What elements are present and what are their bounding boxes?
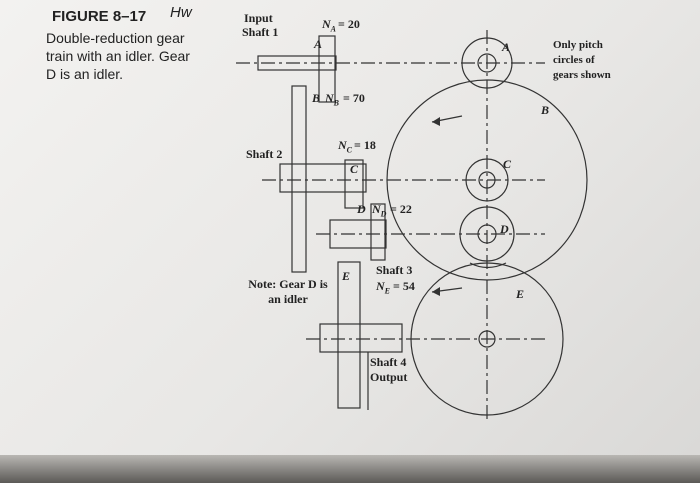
- na-subscript: A: [330, 24, 337, 34]
- shaft-4-label: Shaft 4: [370, 355, 407, 369]
- nb-subscript: B: [333, 98, 340, 108]
- gear-e-label: E: [342, 269, 351, 283]
- nb-value: = 70: [343, 91, 365, 105]
- pitch-circle-a-hub: [477, 53, 497, 73]
- gear-d-side: [370, 203, 386, 261]
- circle-a-label: A: [502, 40, 511, 54]
- nb-letter: N: [325, 91, 334, 105]
- ne-symbol: NE: [376, 280, 390, 295]
- pitch-note-line-1: Only pitch: [553, 39, 603, 51]
- ne-subscript: E: [384, 286, 391, 296]
- circle-c-label: C: [503, 157, 512, 171]
- nd-subscript: D: [380, 209, 387, 219]
- shaft-2-label: Shaft 2: [246, 147, 283, 161]
- na-symbol: NA: [322, 18, 336, 33]
- handwritten-note: Hw: [170, 4, 192, 21]
- gear-c-side: [344, 159, 364, 209]
- arrowhead-e: [432, 287, 440, 296]
- shaft-2-side: [279, 163, 367, 193]
- nc-subscript: C: [346, 145, 353, 155]
- page-shadow-edge: [0, 455, 700, 483]
- rotation-arrow-idler: [469, 262, 507, 269]
- nd-letter: N: [372, 202, 381, 216]
- circle-b-label: B: [541, 103, 550, 117]
- idler-note-line-1: Note: Gear D is: [248, 277, 328, 291]
- nc-symbol: NC: [338, 139, 352, 154]
- nc-letter: N: [338, 138, 347, 152]
- caption-line-1: Double-reduction gear: [46, 30, 185, 46]
- shaft-3-side: [319, 323, 403, 353]
- gear-a-side: [318, 35, 336, 103]
- gear-d-label: D: [357, 202, 366, 216]
- arrowhead-b: [432, 117, 440, 126]
- nd-symbol: ND: [372, 203, 386, 218]
- input-label: Input: [244, 11, 273, 25]
- nc-value: = 18: [354, 138, 376, 152]
- na-letter: N: [322, 17, 331, 31]
- ne-value: = 54: [393, 279, 415, 293]
- gear-c-label: C: [350, 162, 359, 176]
- nd-value: = 22: [390, 202, 412, 216]
- gear-b-side: [291, 85, 307, 273]
- nb-symbol: NB: [325, 92, 339, 107]
- ne-letter: N: [376, 279, 385, 293]
- gear-e-side: [337, 261, 361, 409]
- pitch-note-line-3: gears shown: [553, 69, 611, 81]
- shaft-3-label: Shaft 3: [376, 263, 413, 277]
- output-label: Output: [370, 370, 408, 384]
- gear-a-label: A: [314, 37, 323, 51]
- pitch-note-line-2: circles of: [553, 54, 595, 66]
- caption-line-3: D is an idler.: [46, 66, 124, 82]
- idler-note-line-2: an idler: [268, 292, 308, 306]
- shaft-1-label: Shaft 1: [242, 25, 279, 39]
- na-value: = 20: [338, 17, 360, 31]
- caption-line-2: train with an idler. Gear: [46, 48, 190, 64]
- circle-d-label: D: [500, 222, 509, 236]
- figure-title: FIGURE 8–17: [52, 8, 147, 25]
- gear-b-label: B: [312, 91, 321, 105]
- circle-e-label: E: [516, 287, 525, 301]
